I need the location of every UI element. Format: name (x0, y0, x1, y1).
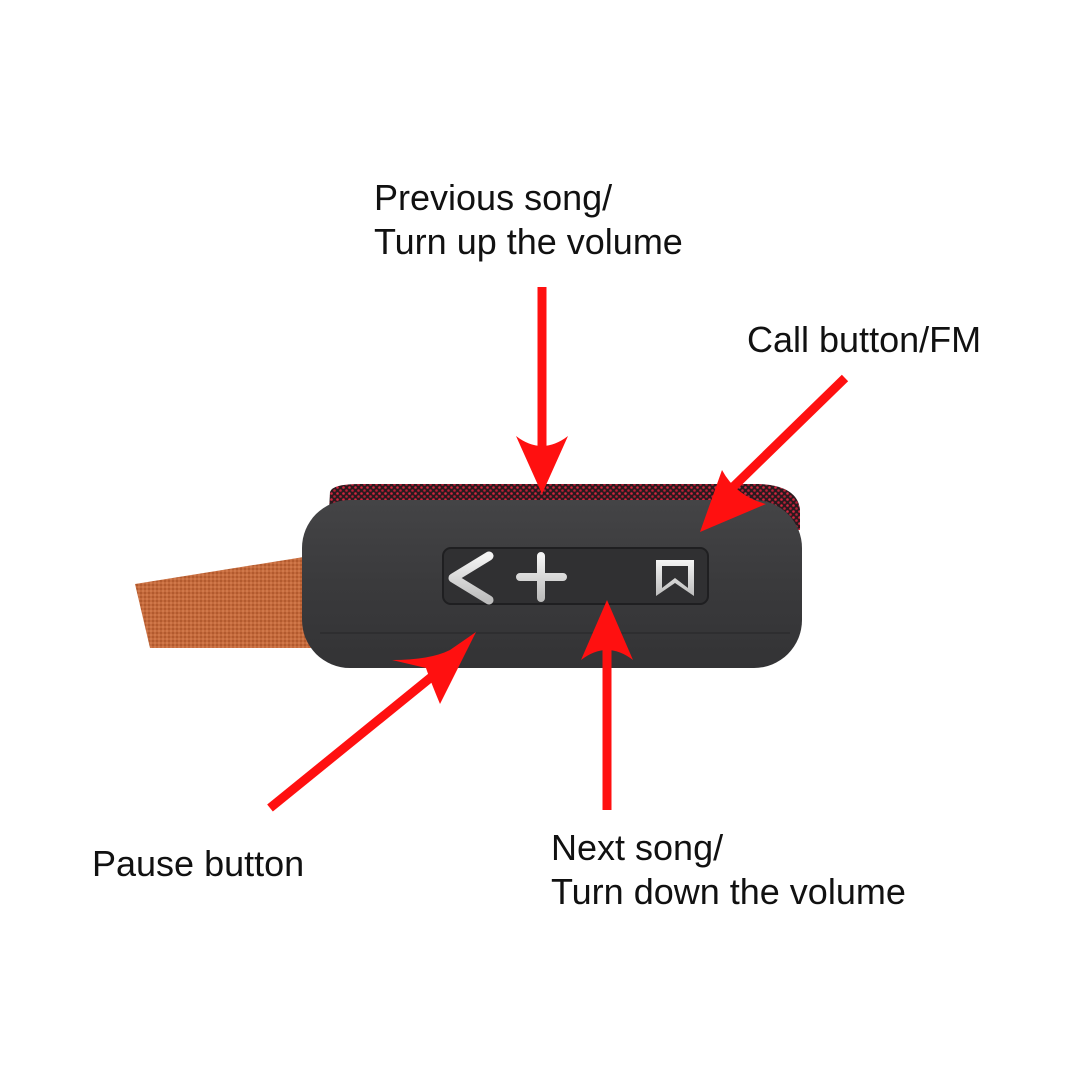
callout-line: Previous song/ (374, 177, 613, 218)
callout-line: Pause button (92, 843, 305, 884)
plus-icon (516, 552, 567, 602)
button-panel (442, 547, 709, 605)
callout-pause-button: Pause button (92, 842, 304, 886)
callout-previous-song: Previous song/ Turn up the volume (374, 176, 683, 264)
chevron-left-icon (448, 551, 494, 605)
wrist-strap (135, 556, 312, 648)
call-fm-button[interactable] (656, 560, 694, 596)
callout-next-song: Next song/ Turn down the volume (551, 826, 906, 914)
callout-line: Turn down the volume (551, 871, 906, 912)
pause-button[interactable] (448, 551, 494, 605)
callout-line: Turn up the volume (374, 221, 683, 262)
arrow-previous (516, 287, 568, 494)
volume-up-button[interactable] (516, 552, 567, 602)
arrow-call (700, 374, 849, 532)
arrow-pause (267, 632, 476, 812)
callout-call-button: Call button/FM (747, 318, 981, 362)
callout-line: Call button/FM (747, 319, 982, 360)
arrow-next (581, 600, 633, 810)
callout-line: Next song/ (551, 827, 724, 868)
mode-m-icon (656, 560, 694, 596)
